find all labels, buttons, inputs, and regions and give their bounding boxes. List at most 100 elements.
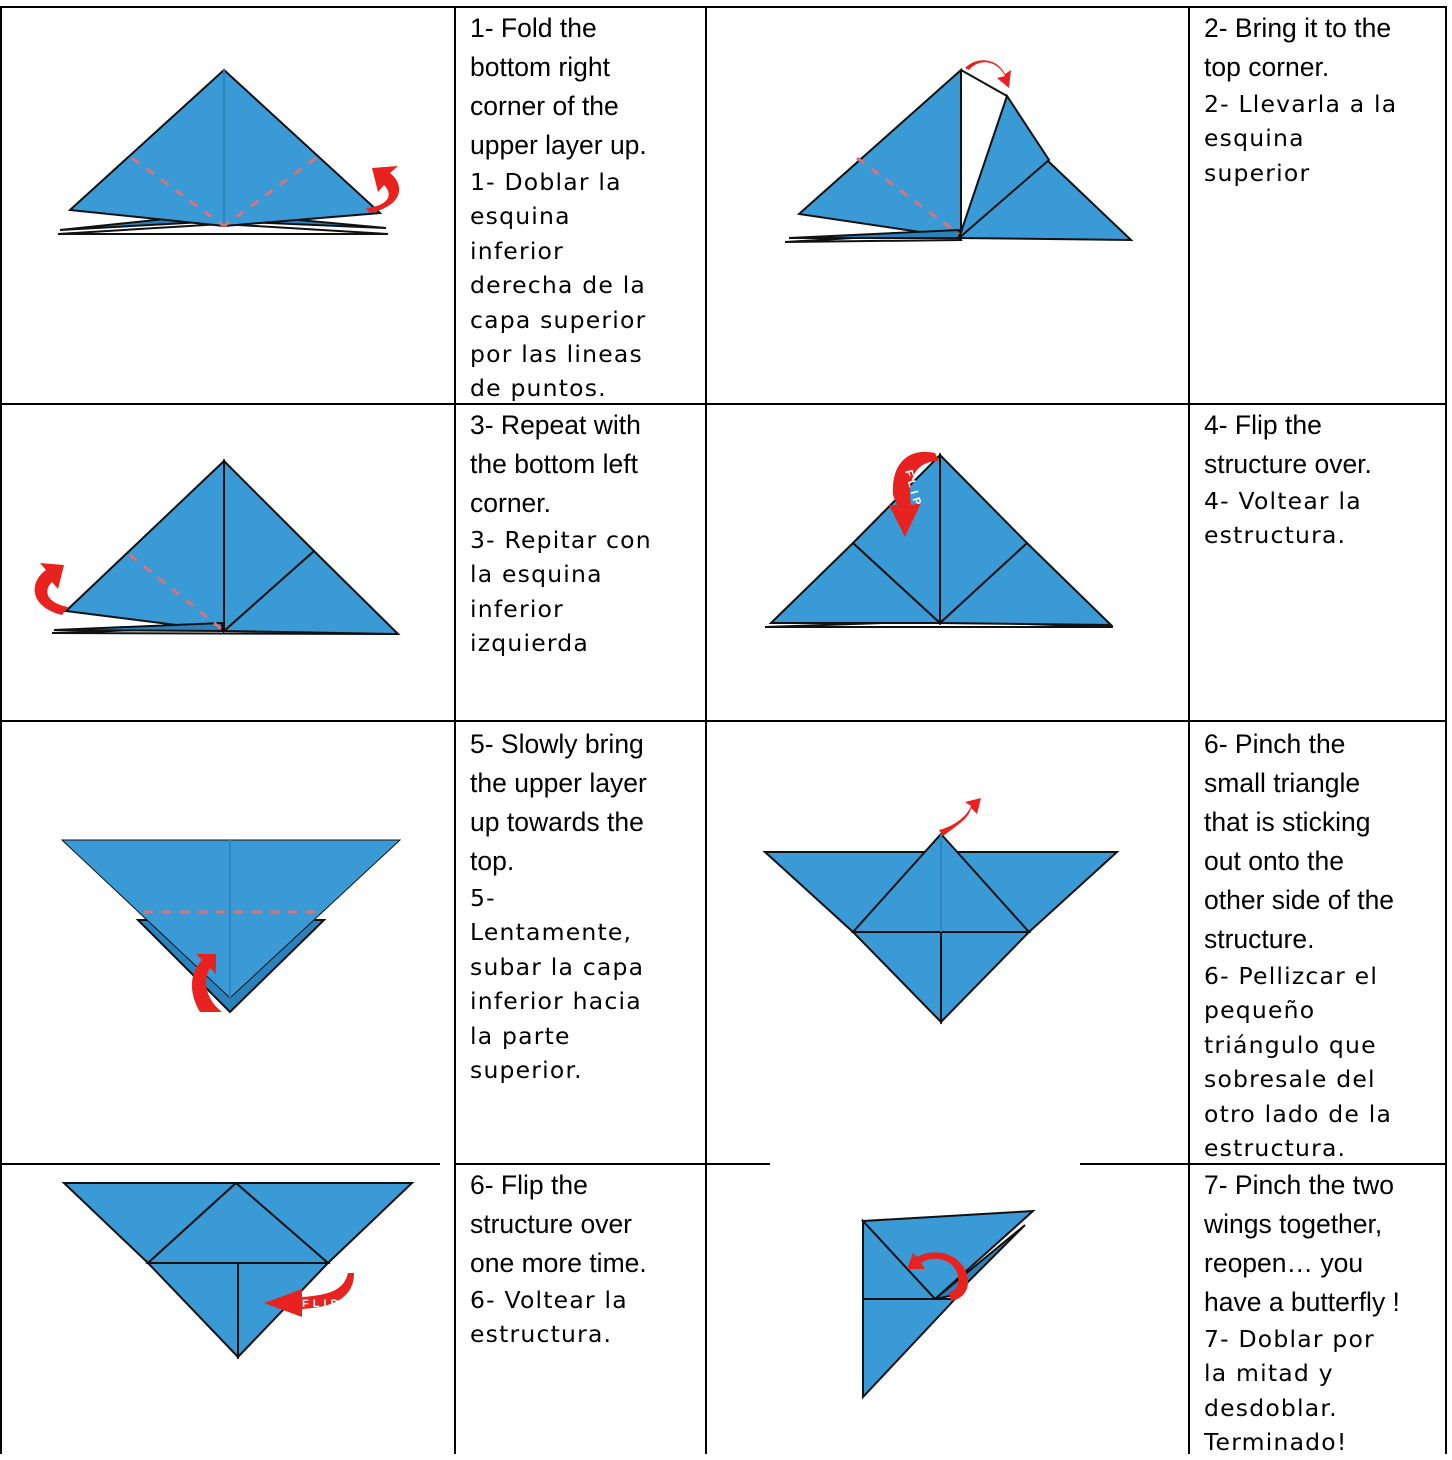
step-3-diagram	[34, 458, 401, 636]
step-7-english-line: reopen… you	[1204, 1248, 1364, 1278]
paper-crease	[960, 69, 1008, 97]
step-3-spanish-line: la esquina	[470, 560, 603, 589]
step-1-diagram	[57, 68, 400, 235]
step-6b-spanish-line: estructura.	[470, 1320, 613, 1349]
step-5-spanish-line: superior.	[470, 1056, 583, 1085]
table-row-divider-3c	[1080, 1163, 1447, 1165]
paper-left-body	[862, 1218, 938, 1300]
step-6-spanish-line: 6- Pellizcar el	[1204, 962, 1379, 990]
fold-arrow-icon	[191, 954, 222, 1012]
step-6-spanish-line: estructura.	[1204, 1134, 1347, 1163]
step-4-english-line: 4- Flip the	[1204, 410, 1322, 440]
step-1-english-line: 1- Fold the	[470, 13, 597, 43]
step-6-spanish-line: sobresale del	[1204, 1065, 1376, 1094]
step-3-text: 3- Repeat with the bottom left corner. 3…	[470, 406, 700, 661]
paper-lower-wing	[862, 1298, 958, 1400]
fold-arrow-icon	[939, 798, 981, 836]
step-1-spanish-line: por las lineas	[470, 340, 643, 369]
step-4-text: 4- Flip the structure over. 4- Voltear l…	[1204, 406, 1444, 553]
flip-label: FLIP	[302, 1298, 342, 1310]
paper-back-layer	[57, 222, 389, 235]
dotted-fold-line-right	[223, 156, 317, 228]
step-7-english-line: wings together,	[1204, 1209, 1383, 1239]
table-border-col4	[1188, 6, 1190, 1454]
step-2-english-line: 2- Bring it to the	[1204, 13, 1392, 43]
step-6-english-line: structure.	[1204, 924, 1315, 954]
step-1-english-line: bottom right	[470, 52, 610, 82]
paper-top-square-right	[939, 452, 1029, 626]
step-1-spanish-line: derecha de la	[470, 271, 647, 300]
step-2-diagram	[784, 60, 1134, 243]
step-7-spanish-line: la mitad y	[1204, 1359, 1334, 1388]
step-6b-english-line: structure over	[470, 1209, 633, 1239]
step-6b-text: 6- Flip the structure over one more time…	[470, 1166, 700, 1352]
step-3-english-line: 3- Repeat with	[470, 410, 641, 440]
step-7-english-line: 7- Pinch the two	[1204, 1170, 1395, 1200]
step-6-english-line: that is sticking	[1204, 807, 1371, 837]
step-6-english-line: out onto the	[1204, 846, 1344, 876]
table-row-divider-3b	[454, 1163, 770, 1165]
table-border-col3-lower	[705, 1163, 707, 1454]
step-5-spanish-line: subar la capa	[470, 952, 645, 981]
table-border-top	[0, 6, 1447, 8]
fold-arrow-icon	[907, 1252, 969, 1301]
paper-folding-flap	[956, 93, 1051, 242]
step-7-diagram	[860, 1209, 1036, 1400]
fold-arrow-icon	[965, 60, 1011, 88]
step-6b-english-line: one more time.	[470, 1248, 647, 1278]
step-1-spanish-line: esquina	[470, 202, 571, 231]
paper-bottom-right	[940, 931, 1032, 1025]
table-row-divider-2	[0, 720, 1447, 722]
paper-bottom-left	[145, 1262, 239, 1360]
step-5-spanish-line: la parte	[470, 1021, 571, 1050]
step-3-english-line: the bottom left	[470, 449, 638, 479]
step-6-spanish-line: otro lado de la	[1204, 1099, 1393, 1128]
table-row-divider-1	[0, 403, 1447, 405]
step-1-spanish-line: de puntos.	[470, 374, 607, 403]
step-3-spanish-line: inferior	[470, 594, 564, 623]
step-5-english-line: up towards the	[470, 807, 644, 837]
step-2-spanish-line: 2- Llevarla a la	[1204, 90, 1398, 118]
step-1-spanish-line: 1- Doblar la	[470, 168, 622, 196]
step-5-english-line: 5- Slowly bring	[470, 729, 644, 759]
paper-bottom-strip	[788, 228, 960, 239]
step-6b-diagram: FLIP	[61, 1181, 415, 1360]
fold-arrow-icon	[366, 166, 400, 213]
step-7-spanish-line: Terminado!	[1204, 1428, 1348, 1457]
step-1-spanish-line: inferior	[470, 236, 564, 265]
step-6-english-line: 6- Pinch the	[1204, 729, 1346, 759]
step-4-spanish-line: 4- Voltear la	[1204, 487, 1362, 515]
step-6-text: 6- Pinch the small triangle that is stic…	[1204, 725, 1444, 1165]
step-1-english-line: corner of the	[470, 91, 619, 121]
paper-bottom-strip	[53, 621, 223, 633]
paper-left-triangle	[796, 67, 962, 240]
dotted-fold-line	[856, 156, 960, 236]
step-5-diagram	[60, 839, 402, 1014]
table-border-right	[1445, 6, 1447, 1454]
step-5-english-line: the upper layer	[470, 768, 647, 798]
step-4-diagram: FLIP	[764, 451, 1114, 628]
step-3-english-line: corner.	[470, 488, 552, 518]
table-border-col3	[705, 6, 707, 1163]
step-1-english-line: upper layer up.	[470, 130, 647, 160]
dotted-fold-line-left	[131, 156, 225, 228]
fold-arrow-icon	[34, 563, 68, 615]
step-6-english-line: small triangle	[1204, 768, 1361, 798]
table-border-col2	[454, 6, 456, 1454]
step-7-spanish-line: 7- Doblar por	[1204, 1325, 1375, 1353]
dotted-fold-line	[129, 553, 225, 633]
step-3-spanish-line: izquierda	[470, 629, 590, 658]
step-5-english-line: top.	[470, 846, 515, 876]
step-4-spanish-line: estructura.	[1204, 521, 1347, 550]
step-3-spanish-line: 3- Repitar con	[470, 526, 652, 554]
paper-left-triangle	[63, 458, 225, 633]
step-1-text: 1- Fold the bottom right corner of the u…	[470, 9, 700, 406]
table-row-divider-3a	[0, 1163, 440, 1165]
step-5-spanish-line: Lentamente,	[470, 918, 633, 947]
step-6-spanish-line: pequeño	[1204, 996, 1316, 1025]
flip-arrow-icon	[889, 451, 939, 537]
step-6b-spanish-line: 6- Voltear la	[470, 1286, 628, 1314]
step-2-text: 2- Bring it to the top corner. 2- Llevar…	[1204, 9, 1444, 190]
step-5-spanish-line: inferior hacia	[470, 987, 642, 1016]
